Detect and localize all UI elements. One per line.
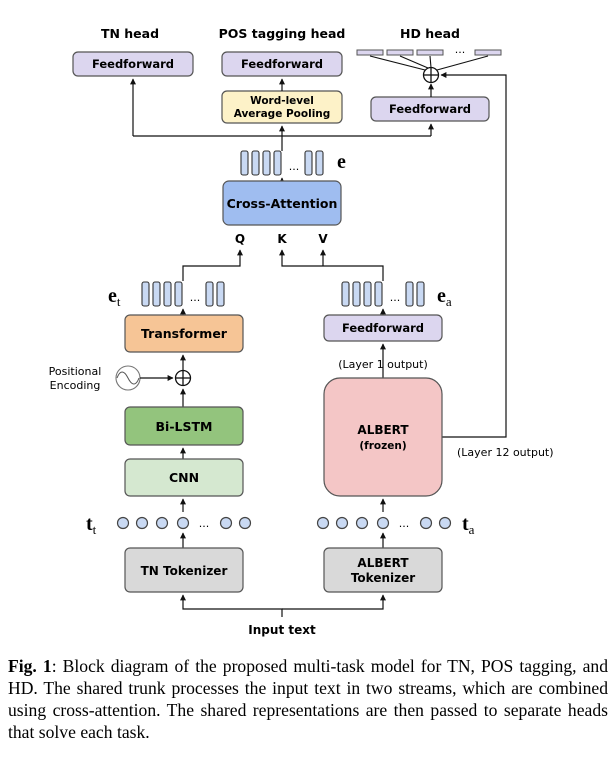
hd-head-title: HD head xyxy=(400,26,460,41)
hd-fan-lines xyxy=(369,55,489,71)
albert-token-circles xyxy=(316,516,452,530)
tn-head-feedforward: Feedforward xyxy=(72,51,194,77)
cross-attention-block: Cross-Attention xyxy=(222,180,342,226)
cnn-block: CNN xyxy=(124,458,244,497)
input-text-label: Input text xyxy=(248,623,316,637)
e-label: e xyxy=(337,151,346,173)
positional-add-plus xyxy=(174,369,192,387)
bilstm-label: Bi-LSTM xyxy=(156,419,213,434)
tt-label: tt xyxy=(86,513,97,537)
pos-head-title: POS tagging head xyxy=(219,26,346,41)
e-ellipsis: ... xyxy=(289,160,300,173)
value-label: V xyxy=(318,232,328,246)
pooling-label-line2: Average Pooling xyxy=(234,108,331,120)
albert-label: ALBERT xyxy=(357,423,409,437)
key-label: K xyxy=(277,232,287,246)
ta-label: ta xyxy=(462,513,475,537)
tn-tokenizer-block: TN Tokenizer xyxy=(124,547,244,593)
et-vectors xyxy=(141,281,225,307)
transformer-block: Transformer xyxy=(124,314,244,353)
albert-tokenizer-label-line1: ALBERT xyxy=(357,556,409,570)
layer12-output-label: (Layer 12 output) xyxy=(457,446,554,459)
pos-head-feedforward-label: Feedforward xyxy=(241,57,323,71)
ea-to-key-arrow xyxy=(279,249,384,281)
tn-head-feedforward-label: Feedforward xyxy=(92,57,174,71)
figure-label: Fig. 1 xyxy=(8,656,52,676)
hd-head-feedforward: Feedforward xyxy=(370,96,490,122)
tn-token-circles xyxy=(116,516,252,530)
positional-encoding-label-line1: Positional xyxy=(49,365,102,378)
figure-caption: Fig. 1: Block diagram of the proposed mu… xyxy=(8,655,608,743)
albert-token-ellipsis: ... xyxy=(399,517,410,530)
ea-label: ea xyxy=(437,285,452,309)
hd-concat-plus xyxy=(422,66,440,84)
input-to-tn-tokenizer-arrow xyxy=(180,594,283,617)
transformer-label: Transformer xyxy=(141,326,228,341)
et-label: et xyxy=(108,285,121,309)
hd-output-ellipsis: ... xyxy=(455,43,466,56)
word-level-average-pooling: Word-level Average Pooling xyxy=(221,90,343,124)
hd-output-bars xyxy=(356,49,502,56)
query-label: Q xyxy=(235,232,245,246)
ea-ellipsis: ... xyxy=(390,291,401,304)
pooling-label-line1: Word-level xyxy=(250,95,314,107)
tn-head-title: TN head xyxy=(101,26,159,41)
albert-frozen-block: ALBERT (frozen) xyxy=(323,377,443,497)
hd-head-feedforward-label: Feedforward xyxy=(389,102,471,116)
ea-vectors xyxy=(341,281,425,307)
tn-token-ellipsis: ... xyxy=(199,517,210,530)
albert-tokenizer-label-line2: Tokenizer xyxy=(351,571,415,585)
cross-attention-label: Cross-Attention xyxy=(227,196,338,211)
layer12-to-concat-arrow xyxy=(440,72,507,438)
et-ellipsis: ... xyxy=(190,291,201,304)
et-to-query-arrow xyxy=(182,249,243,281)
bilstm-block: Bi-LSTM xyxy=(124,406,244,446)
e-vectors xyxy=(240,150,324,176)
tn-tokenizer-label: TN Tokenizer xyxy=(141,564,228,578)
albert-feedforward-label: Feedforward xyxy=(342,321,424,335)
positional-encoding-wave-icon xyxy=(115,365,141,391)
albert-frozen-label: (frozen) xyxy=(359,440,406,452)
cnn-label: CNN xyxy=(169,470,199,485)
albert-feedforward-block: Feedforward xyxy=(323,314,443,342)
input-to-albert-tokenizer-arrow xyxy=(282,594,386,610)
albert-tokenizer-block: ALBERT Tokenizer xyxy=(323,547,443,593)
pos-head-feedforward: Feedforward xyxy=(221,51,343,77)
positional-encoding-label-line2: Encoding xyxy=(50,379,101,392)
model-diagram: TN head POS tagging head HD head Feedfor… xyxy=(49,26,554,637)
caption-text: : Block diagram of the proposed multi-ta… xyxy=(8,656,608,742)
